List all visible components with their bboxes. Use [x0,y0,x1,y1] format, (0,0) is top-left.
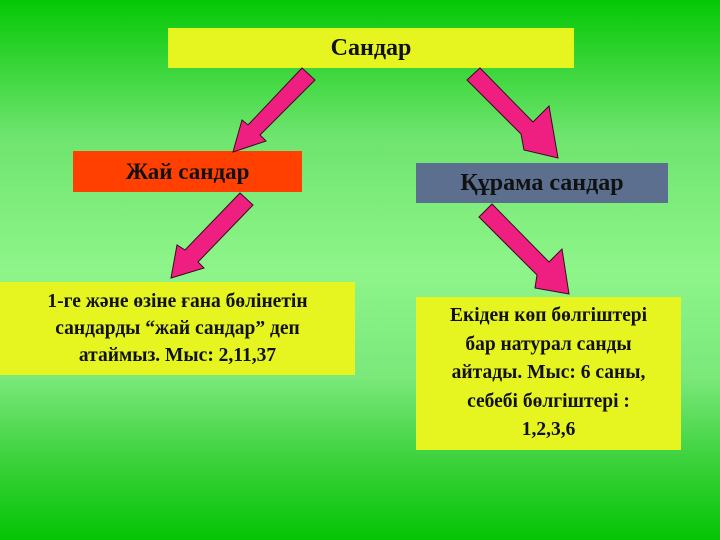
simple-numbers-label: Жай сандар [125,158,250,184]
composite-numbers-definition-box: Екіден көп бөлгіштері бар натурал санды … [416,297,681,450]
simple-numbers-definition: 1-ге және өзіне ғана бөлінетін сандарды … [47,291,308,366]
title-box: Сандар [168,28,574,68]
composite-numbers-definition: Екіден көп бөлгіштері бар натурал санды … [449,305,648,441]
slide-title: Сандар [330,34,412,61]
simple-numbers-definition-box: 1-ге және өзіне ғана бөлінетін сандарды … [0,282,355,375]
arrow-simple-to-definition-icon [170,192,254,279]
arrow-title-to-simple-icon [232,67,316,153]
arrow-composite-to-definition-icon [478,203,570,295]
arrow-title-to-composite-icon [466,67,559,159]
simple-numbers-box: Жай сандар [73,151,302,192]
composite-numbers-label: Құрама сандар [460,169,624,196]
composite-numbers-box: Құрама сандар [416,163,668,203]
